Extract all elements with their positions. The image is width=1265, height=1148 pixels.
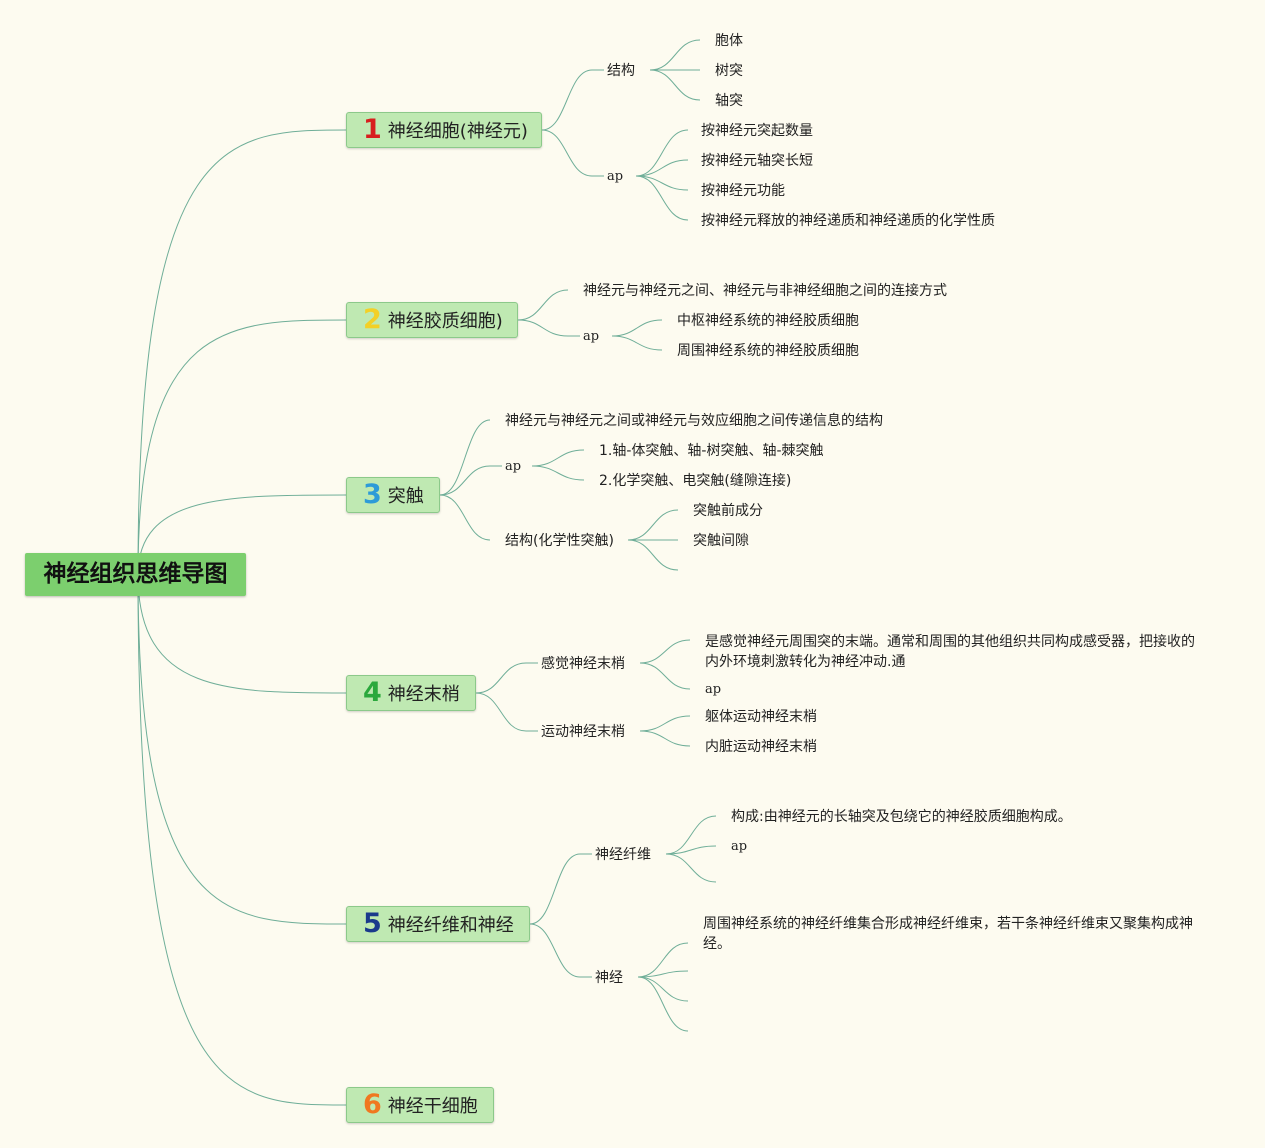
topic-somatic-motor[interactable]: 躯体运动神经末梢 [705,709,817,725]
branch-label: 神经细胞(神经元) [387,121,528,142]
branch-number: 6 [363,1089,382,1120]
connector-curve [637,976,689,1002]
branch-3[interactable]: 3 突触 [346,477,440,513]
branch-label: 突触 [387,486,424,507]
connector-curve [639,730,691,747]
topic-nerve-definition[interactable]: 周围神经系统的神经纤维集合形成神经纤维束，若干条神经纤维束又聚集构成神经。 [703,916,1193,952]
topic-connection-definition[interactable]: 神经元与神经元之间、神经元与非神经细胞之间的连接方式 [583,283,947,299]
root-connector [137,129,348,576]
connector-curve [627,509,679,541]
topic-classify-neurotransmitter[interactable]: 按神经元释放的神经递质和神经递质的化学性质 [701,213,995,229]
connector-curve [517,319,569,337]
branch-label: 神经纤维和神经 [387,915,514,936]
topic-nerve-fiber-composition[interactable]: 构成:由神经元的长轴突及包绕它的神经胶质细胞构成。 [731,809,1072,825]
connector-curve [531,449,585,467]
connector-curve [635,175,689,221]
connector-curve [649,39,701,71]
topic-ap[interactable]: ap [705,682,722,697]
topic-motor-ending[interactable]: 运动神经末梢 [541,724,625,740]
topic-ap[interactable]: ap [731,839,748,854]
root-topic[interactable]: 神经组织思维导图 [25,553,246,596]
connector-curve [611,319,663,337]
branch-label: 神经胶质细胞) [387,311,503,332]
connector-curve [475,662,527,694]
topic-sensory-ending[interactable]: 感觉神经末梢 [541,656,625,672]
topic-nerve[interactable]: 神经 [595,970,623,986]
connector-curve [439,419,491,496]
connector-curve [627,539,679,571]
topic-structure[interactable]: 结构 [607,63,635,79]
connector-curve [541,69,593,131]
branch-2[interactable]: 2 神经胶质细胞) [346,302,518,338]
branch-5[interactable]: 5 神经纤维和神经 [346,906,530,942]
topic-synapse-types-1[interactable]: 1.轴-体突触、轴-树突触、轴-棘突触 [599,443,824,459]
topic-presynaptic[interactable]: 突触前成分 [693,503,763,519]
connector-curve [541,129,593,177]
topic-ap[interactable]: ap [583,329,600,344]
connector-curve [439,465,491,496]
connector-curve [649,69,701,101]
root-connector [137,574,348,694]
topic-chemical-synapse-structure[interactable]: 结构(化学性突触) [505,533,614,549]
connector-curve [639,639,691,664]
root-connector [137,574,348,1106]
connector-curve [637,970,689,978]
connector-curve [529,853,581,925]
connector-curve [639,662,691,690]
topic-visceral-motor[interactable]: 内脏运动神经末梢 [705,739,817,755]
connector-curve [639,715,691,732]
connector-curve [439,494,491,541]
branch-label: 神经末梢 [387,684,460,705]
topic-cell-body[interactable]: 胞体 [715,33,743,49]
connector-curve [529,923,581,978]
branch-number: 5 [363,908,382,939]
topic-classify-function[interactable]: 按神经元功能 [701,183,785,199]
topic-nerve-fiber[interactable]: 神经纤维 [595,847,651,863]
connector-curve [531,465,585,481]
connector-curve [635,129,689,177]
topic-sensory-definition[interactable]: 是感觉神经元周围突的末端。通常和周围的其他组织共同构成感受器，把接收的内外环境刺… [705,634,1195,670]
connector-curve [611,335,663,351]
topic-peripheral-glia[interactable]: 周围神经系统的神经胶质细胞 [677,343,859,359]
connector-curve [517,289,569,321]
topic-dendrite[interactable]: 树突 [715,63,743,79]
topic-ap[interactable]: ap [505,459,522,474]
topic-synapse-types-2[interactable]: 2.化学突触、电突触(缝隙连接) [599,473,792,489]
connector-curve [665,853,717,883]
connector-curve [635,175,689,191]
topic-central-glia[interactable]: 中枢神经系统的神经胶质细胞 [677,313,859,329]
connector-curve [665,815,717,855]
branch-number: 4 [363,677,382,708]
topic-classify-processes[interactable]: 按神经元突起数量 [701,123,813,139]
branch-number: 1 [363,114,382,145]
root-connector [137,574,348,925]
branch-label: 神经干细胞 [387,1096,478,1117]
root-connector [137,319,348,576]
topic-ap[interactable]: ap [607,169,624,184]
connector-curve [635,159,689,177]
connector-curve [665,845,717,855]
topic-axon[interactable]: 轴突 [715,93,743,109]
branch-number: 3 [363,479,382,510]
branch-4[interactable]: 4 神经末梢 [346,675,476,711]
branch-6[interactable]: 6 神经干细胞 [346,1087,494,1123]
branch-number: 2 [363,304,382,335]
branch-1[interactable]: 1 神经细胞(神经元) [346,112,542,148]
connector-curve [475,692,527,732]
connector-curve [637,942,689,978]
topic-synapse-definition[interactable]: 神经元与神经元之间或神经元与效应细胞之间传递信息的结构 [505,413,883,429]
root-connector [137,494,348,576]
topic-synaptic-cleft[interactable]: 突触间隙 [693,533,749,549]
topic-classify-axon-length[interactable]: 按神经元轴突长短 [701,153,813,169]
connector-curve [637,976,689,1032]
